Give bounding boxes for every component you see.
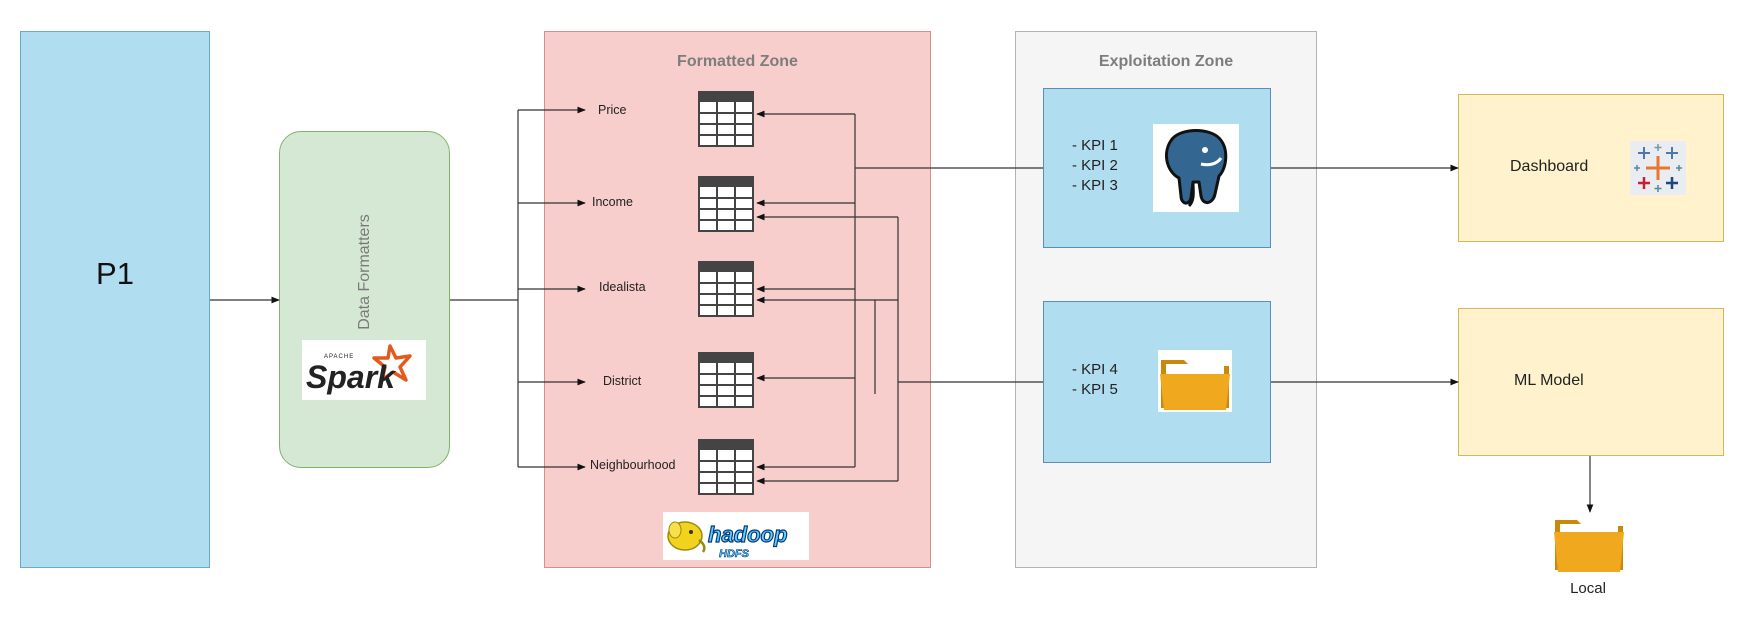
table-icon (698, 352, 754, 408)
local-label: Local (1570, 580, 1606, 597)
svg-text:HDFS: HDFS (719, 548, 750, 560)
ml-model-box (1458, 308, 1724, 456)
spark-logo: APACHE Spark (302, 340, 426, 400)
kpi-item: - KPI 1 (1072, 137, 1118, 154)
data-formatters-box (279, 131, 450, 468)
folder-icon (1554, 520, 1624, 572)
kpi-item: - KPI 4 (1072, 361, 1118, 378)
svg-text:Spark: Spark (306, 359, 397, 395)
ml-model-label: ML Model (1514, 372, 1584, 389)
exploitation-zone-title: Exploitation Zone (1098, 53, 1234, 70)
kpi-group-files (1043, 301, 1271, 463)
dataset-label-price: Price (598, 103, 627, 117)
dataset-label-idealista: Idealista (599, 280, 646, 294)
folder-icon (1158, 350, 1232, 412)
kpi-item: - KPI 2 (1072, 157, 1118, 174)
dataset-label-district: District (603, 374, 642, 388)
table-icon (698, 176, 754, 232)
table-icon (698, 91, 754, 147)
kpi-item: - KPI 3 (1072, 177, 1118, 194)
kpi-item: - KPI 5 (1072, 381, 1118, 398)
postgresql-icon (1153, 124, 1239, 212)
dashboard-label: Dashboard (1510, 158, 1589, 175)
dataset-label-neighbourhood: Neighbourhood (590, 458, 676, 472)
p1-label: P1 (96, 256, 134, 291)
formatted-zone-title: Formatted Zone (677, 53, 798, 70)
table-icon (698, 261, 754, 317)
data-formatters-label: Data Formatters (356, 214, 373, 330)
svg-text:hadoop: hadoop (708, 522, 787, 547)
dataset-label-income: Income (592, 195, 633, 209)
p1-source-box (20, 31, 210, 568)
table-icon (698, 439, 754, 495)
hadoop-hdfs-logo: hadoop HDFS (663, 512, 809, 560)
svg-text:APACHE: APACHE (324, 354, 354, 360)
tableau-icon (1630, 141, 1686, 195)
